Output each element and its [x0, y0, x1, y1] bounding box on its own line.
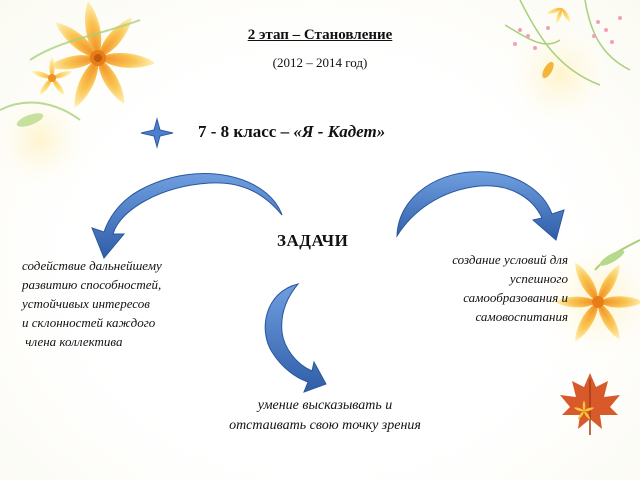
leaf-top-left-icon — [16, 113, 44, 127]
glow-left — [0, 85, 95, 195]
arrow-bottom-curved — [264, 283, 327, 393]
task-bottom-line: умение высказывать и — [257, 398, 393, 413]
task-left-line: развитию способностей, — [22, 277, 162, 292]
slide-title: 2 этап – Становление — [247, 27, 393, 43]
task-bottom: умение высказывать и отстаивать свою точ… — [180, 396, 470, 436]
task-right: создание условий для успешного самообраз… — [396, 250, 568, 326]
grade-heading: 7 - 8 класс – «Я - Кадет» — [198, 122, 385, 142]
maple-leaf-icon — [560, 373, 620, 435]
star-cross-icon — [140, 117, 174, 149]
arrow-right-curved — [396, 171, 565, 241]
task-left-line: устойчивых интересов — [22, 296, 150, 311]
task-right-line: самообразования и — [463, 290, 568, 305]
grade-prefix: 7 - 8 класс – — [198, 122, 294, 141]
task-left-line: содействие дальнейшему — [22, 258, 162, 273]
stem-top-left — [0, 19, 141, 121]
task-left-line: и склонностей каждого — [22, 315, 156, 330]
task-right-line: создание условий для — [452, 252, 568, 267]
flower-top-left-icon — [47, 0, 157, 111]
period-years: (2012 – 2014 год) — [272, 55, 368, 70]
task-bottom-line: отстаивать свою точку зрения — [229, 418, 421, 433]
leaf-right-icon — [599, 250, 625, 266]
task-right-line: успешного — [509, 271, 568, 286]
tasks-label: ЗАДАЧИ — [277, 231, 349, 250]
grade-name: «Я - Кадет» — [293, 122, 386, 141]
flower-small-icon — [30, 56, 74, 98]
glow-top-right — [500, 15, 620, 135]
task-right-line: самовоспитания — [475, 309, 568, 324]
task-left: содействие дальнейшему развитию способно… — [22, 256, 222, 351]
task-left-line: члена коллектива — [22, 334, 123, 349]
arrow-left-curved — [91, 173, 283, 259]
flower-sprig-top-right-icon — [504, 0, 631, 86]
flower-right-icon — [554, 259, 640, 345]
